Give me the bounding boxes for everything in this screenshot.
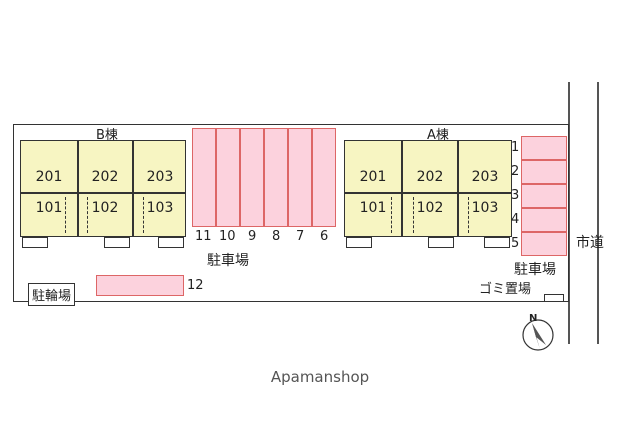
unit-b-203: 203 (146, 169, 174, 185)
entrance-step (104, 237, 130, 248)
parking-number: 9 (248, 229, 257, 244)
building-b-label: B棟 (96, 128, 118, 143)
parking-space-9 (240, 128, 264, 227)
unit-b-201: 201 (35, 169, 63, 185)
parking-space-7 (288, 128, 312, 227)
parking-number: 8 (272, 229, 281, 244)
compass-north-label: N (529, 313, 538, 324)
parking-space-6 (312, 128, 336, 227)
garbage-area-label: ゴミ置場 (479, 282, 532, 297)
building-a: 201 202 203 101 102 103 (344, 140, 512, 237)
parking-space-11 (192, 128, 216, 227)
city-road-label: 市道 (576, 235, 604, 251)
compass-icon (522, 319, 554, 351)
road-line-right (597, 82, 599, 344)
road-line-left (568, 82, 570, 344)
entrance-step (158, 237, 184, 248)
parking-space-10 (216, 128, 240, 227)
unit-b-103: 103 (146, 200, 174, 216)
building-b: 201 202 203 101 102 103 (20, 140, 186, 237)
parking-number: 4 (511, 212, 520, 227)
unit-a-202: 202 (416, 169, 444, 185)
parking-space-5 (521, 232, 567, 256)
parking-number: 11 (195, 229, 212, 244)
entrance-step (346, 237, 372, 248)
parking-space-8 (264, 128, 288, 227)
unit-a-102: 102 (416, 200, 444, 216)
parking-number: 1 (511, 140, 520, 155)
parking-number: 7 (296, 229, 305, 244)
parking-number: 10 (219, 229, 236, 244)
parking-label-center: 駐車場 (207, 253, 249, 269)
parking-space-4 (521, 208, 567, 232)
parking-number: 5 (511, 236, 520, 251)
parking-number: 2 (511, 164, 520, 179)
unit-b-101: 101 (35, 200, 63, 216)
building-a-label: A棟 (427, 128, 449, 143)
unit-a-101: 101 (359, 200, 387, 216)
parking-space-2 (521, 160, 567, 184)
bicycle-parking: 駐輪場 (28, 283, 76, 306)
parking-space-3 (521, 184, 567, 208)
entrance-step (428, 237, 454, 248)
parking-label-right: 駐車場 (514, 262, 556, 278)
entrance-step (22, 237, 48, 248)
parking-number: 12 (187, 278, 204, 293)
unit-b-202: 202 (91, 169, 119, 185)
unit-a-103: 103 (471, 200, 499, 216)
brand-watermark: Apamanshop (270, 368, 370, 386)
parking-space-12 (96, 275, 184, 296)
parking-space-1 (521, 136, 567, 160)
parking-number: 6 (320, 229, 329, 244)
entrance-step (484, 237, 510, 248)
parking-number: 3 (511, 188, 520, 203)
garbage-area (544, 294, 564, 302)
unit-b-102: 102 (91, 200, 119, 216)
unit-a-203: 203 (471, 169, 499, 185)
unit-a-201: 201 (359, 169, 387, 185)
